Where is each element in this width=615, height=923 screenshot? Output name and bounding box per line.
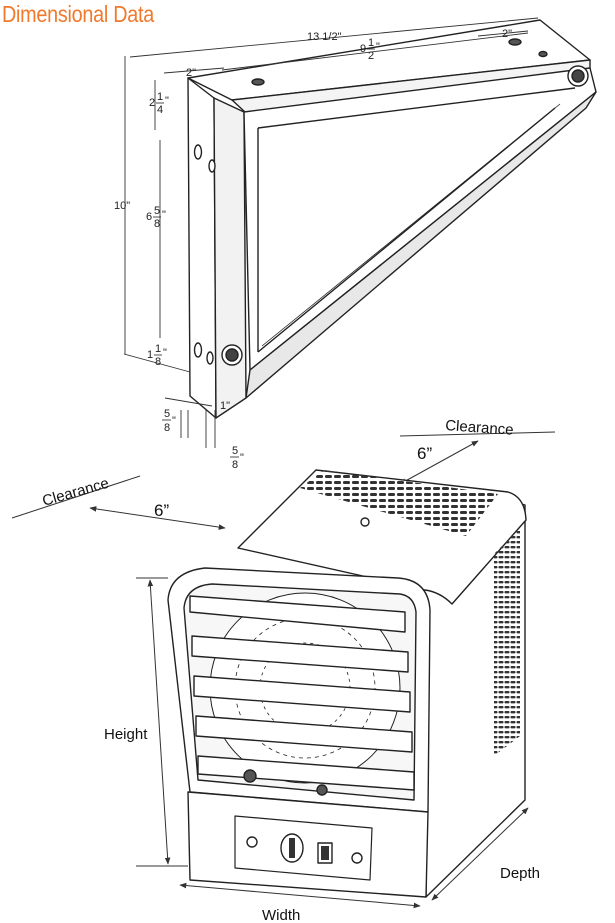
dim-overall-width: 13 1/2" (307, 31, 342, 43)
bracket-dimension-lines (123, 17, 539, 448)
heater-dimension-texts: Height Width Depth (104, 726, 540, 923)
wall-bracket-drawing (187, 19, 597, 419)
dim-bottom-inch: " (163, 347, 167, 359)
dim-top-gap-den: 4 (157, 104, 163, 116)
dim-mid-den: 8 (154, 218, 160, 230)
dim-mid-whole: 6 (146, 211, 152, 223)
dim-top-gap-num: 1 (157, 91, 163, 103)
page-title: Dimensional Data (2, 1, 154, 27)
dim-left-flange-inch: " (172, 415, 176, 427)
heater-dimension-lines (136, 577, 529, 909)
dim-inner-width-den: 2 (368, 50, 374, 62)
dim-right-flange-inch: " (240, 452, 244, 464)
dim-bottom-right: 1" (220, 400, 230, 412)
dim-left-offset: 2" (186, 67, 196, 79)
dim-inner-width-inch: " (376, 41, 380, 53)
dim-right-flange-den: 8 (232, 459, 238, 471)
width-label: Width (262, 907, 300, 923)
dim-right-offset: 2" (502, 28, 512, 40)
depth-label: Depth (500, 865, 540, 882)
dim-mid-inch: " (162, 209, 166, 221)
dim-top-gap-inch: " (165, 95, 169, 107)
dim-inner-width-num: 1 (368, 37, 374, 49)
dim-left-flange-den: 8 (164, 422, 170, 434)
heater-unit-drawing (167, 469, 527, 898)
dim-height: 10" (114, 200, 130, 212)
clearance-left-value: 6” (154, 501, 169, 520)
dim-right-flange-num: 5 (232, 445, 238, 457)
height-label: Height (104, 726, 148, 743)
clearance-left-label: Clearance (40, 475, 110, 510)
dim-inner-width-whole: 9 (360, 43, 366, 55)
clearance-top-value: 6” (417, 444, 432, 463)
dim-bottom-den: 8 (155, 356, 161, 368)
dim-top-gap-whole: 2 (149, 97, 155, 109)
dim-bottom-num: 1 (155, 343, 161, 355)
clearance-top-label: Clearance (445, 417, 514, 439)
bracket-dimension-texts: 13 1/2" 9 1 2 " 2" 2" 10" 2 1 4 " 6 5 8 … (114, 28, 512, 471)
dim-bottom-whole: 1 (147, 349, 153, 361)
dim-left-flange-num: 5 (164, 408, 170, 420)
dim-mid-num: 5 (154, 205, 160, 217)
